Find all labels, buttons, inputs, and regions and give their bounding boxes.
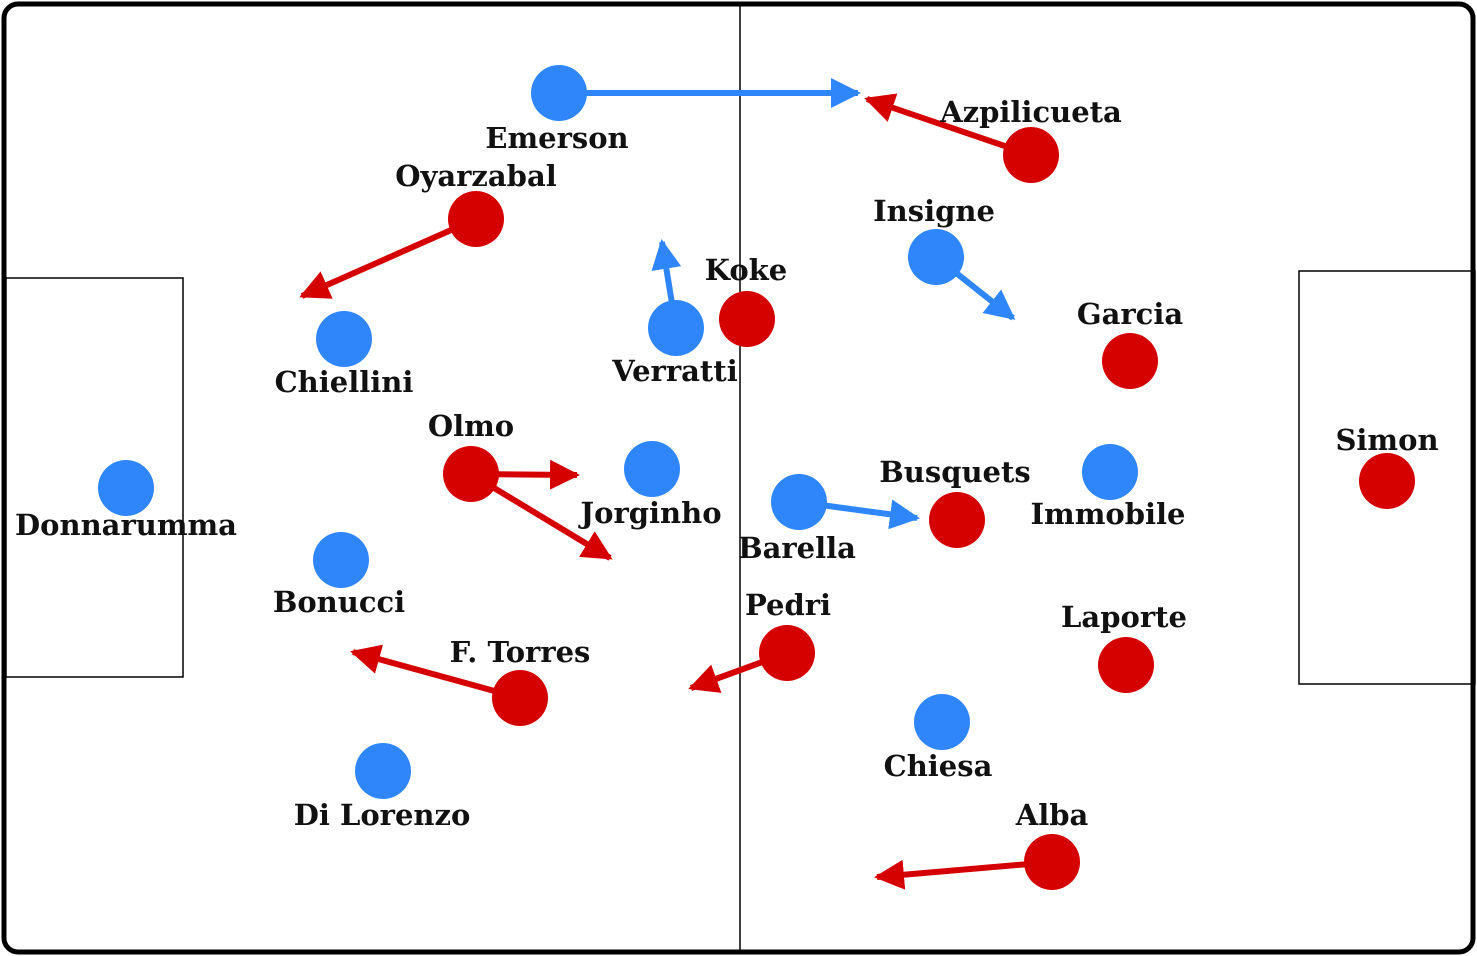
player-dot-azpilicueta: [1003, 127, 1059, 183]
player-label-verratti: Verratti: [611, 354, 737, 388]
player-dot-laporte: [1098, 637, 1154, 693]
player-label-insigne: Insigne: [873, 194, 995, 228]
player-dot-emerson: [531, 65, 587, 121]
player-label-garcia: Garcia: [1077, 297, 1184, 331]
player-laporte: Laporte: [1061, 600, 1187, 693]
player-label-barella: Barella: [738, 531, 856, 565]
player-label-immobile: Immobile: [1030, 497, 1185, 531]
player-barella: Barella: [738, 474, 856, 565]
player-label-chiesa: Chiesa: [884, 749, 993, 783]
player-immobile: Immobile: [1030, 444, 1186, 531]
arrow-azpilicueta: [864, 93, 1032, 158]
player-dot-donnarumma: [98, 460, 154, 516]
player-oyarzabal: Oyarzabal: [395, 159, 557, 247]
player-dot-oyarzabal: [448, 191, 504, 247]
player-jorginho: Jorginho: [577, 441, 722, 530]
player-label-simon: Simon: [1335, 423, 1438, 457]
player-dot-alba: [1024, 834, 1080, 890]
player-azpilicueta: Azpilicueta: [939, 95, 1122, 183]
player-dot-koke: [719, 291, 775, 347]
player-dot-pedri: [759, 625, 815, 681]
player-label-azpilicueta: Azpilicueta: [939, 95, 1122, 129]
player-dot-garcia: [1102, 333, 1158, 389]
player-olmo: Olmo: [428, 409, 514, 502]
player-bonucci: Bonucci: [273, 532, 405, 619]
player-label-laporte: Laporte: [1061, 600, 1187, 634]
player-pedri: Pedri: [745, 588, 831, 681]
player-label-f-torres: F. Torres: [450, 635, 591, 669]
player-dot-chiesa: [914, 694, 970, 750]
left-penalty-box: [5, 277, 184, 678]
player-dot-simon: [1359, 453, 1415, 509]
player-dot-barella: [771, 474, 827, 530]
arrow-oyarzabal: [299, 216, 478, 299]
player-koke: Koke: [705, 253, 787, 347]
player-label-pedri: Pedri: [745, 588, 831, 622]
player-label-olmo: Olmo: [428, 409, 514, 443]
player-dot-jorginho: [624, 441, 680, 497]
player-label-donnarumma: Donnarumma: [15, 508, 237, 542]
player-label-di-lorenzo: Di Lorenzo: [294, 798, 471, 832]
player-label-chiellini: Chiellini: [275, 365, 414, 399]
player-dot-immobile: [1082, 444, 1138, 500]
player-label-bonucci: Bonucci: [273, 585, 405, 619]
player-chiellini: Chiellini: [275, 311, 414, 399]
player-label-jorginho: Jorginho: [577, 496, 721, 530]
player-dot-di-lorenzo: [355, 743, 411, 799]
arrow-alba: [874, 859, 1053, 890]
player-dot-busquets: [929, 492, 985, 548]
player-emerson: Emerson: [485, 65, 629, 155]
player-dot-insigne: [908, 229, 964, 285]
player-donnarumma: Donnarumma: [15, 460, 237, 542]
player-label-oyarzabal: Oyarzabal: [395, 159, 557, 193]
player-label-alba: Alba: [1015, 798, 1089, 832]
player-di-lorenzo: Di Lorenzo: [294, 743, 471, 832]
player-f-torres: F. Torres: [450, 635, 591, 726]
player-insigne: Insigne: [873, 194, 995, 285]
arrow-f-torres: [350, 644, 521, 701]
player-dot-verratti: [648, 300, 704, 356]
player-chiesa: Chiesa: [884, 694, 993, 783]
player-dot-bonucci: [313, 532, 369, 588]
player-busquets: Busquets: [879, 455, 1031, 548]
player-label-emerson: Emerson: [485, 121, 628, 155]
player-dot-olmo: [443, 446, 499, 502]
player-alba: Alba: [1015, 798, 1089, 890]
player-garcia: Garcia: [1077, 297, 1184, 389]
right-penalty-box: [1298, 270, 1476, 685]
player-dot-chiellini: [316, 311, 372, 367]
player-label-koke: Koke: [705, 253, 787, 287]
player-simon: Simon: [1335, 423, 1439, 509]
player-dot-f-torres: [492, 670, 548, 726]
player-label-busquets: Busquets: [879, 455, 1030, 489]
player-verratti: Verratti: [611, 300, 738, 388]
